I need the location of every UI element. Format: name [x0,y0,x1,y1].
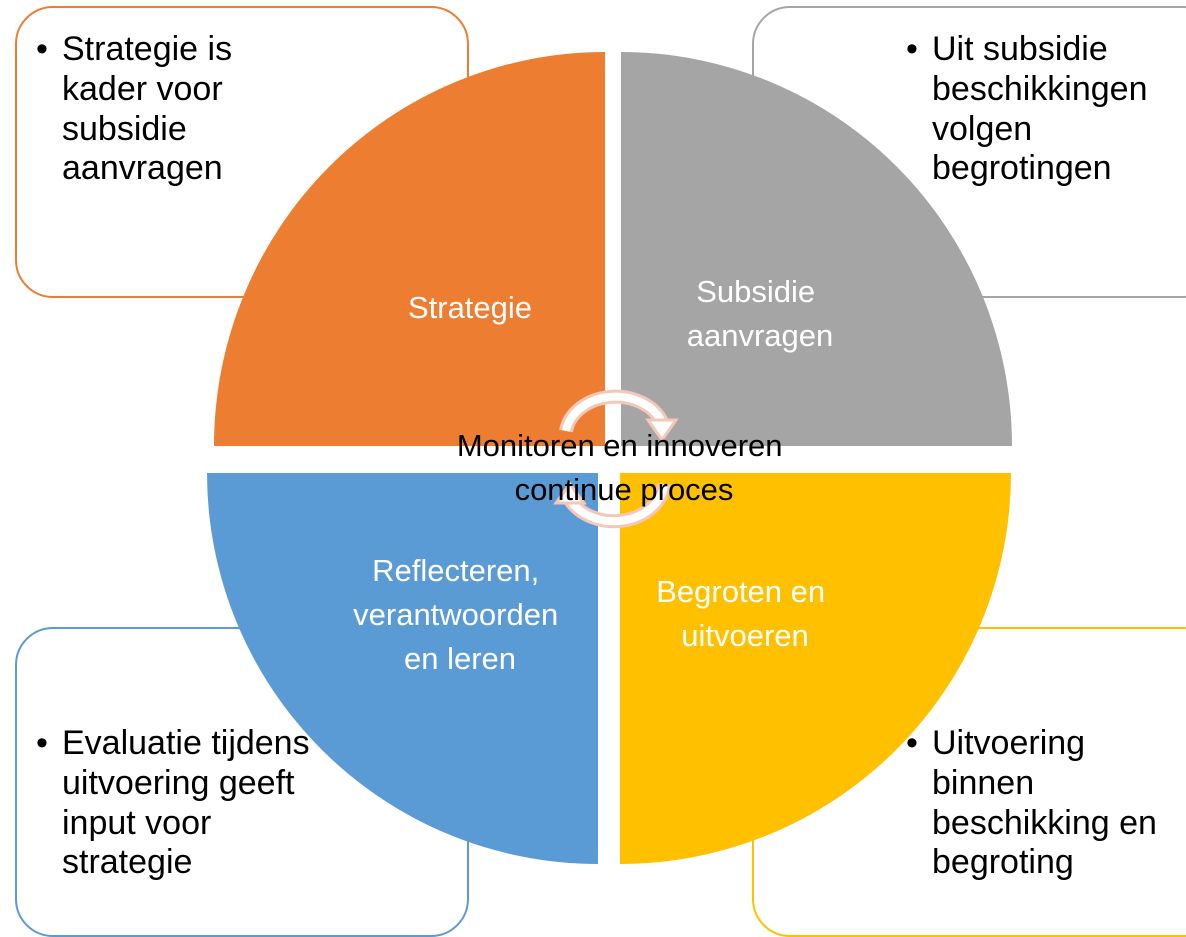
note-line: Evaluatie tijdens [62,724,310,762]
bullet-icon: • [36,724,48,762]
quadrant-begroten [620,473,1011,864]
bullet-icon: • [36,30,48,68]
quadrant-reflecteren [207,473,598,864]
note-text-reflecteren: • Evaluatie tijdens uitvoering geeft inp… [36,724,352,883]
note-line: beschikkingen [932,69,1148,108]
quadrant-circle: Strategie Subsidie aanvragen Reflecteren… [207,52,1012,864]
cycle-diagram: Strategie Subsidie aanvragen Reflecteren… [15,6,1186,937]
note-line: Strategie is [62,30,233,68]
note-line: input voor [62,803,212,842]
note-line: volgen [932,109,1033,148]
bullet-icon: • [906,724,918,762]
quadrant-label-reflecteren: Reflecteren, verantwoorden en leren [353,553,567,676]
note-line: uitvoering geeft [62,763,295,802]
note-text-begroten: • Uitvoering binnen beschikking en begro… [906,724,1172,883]
note-text-strategie: • Strategie is kader voor subsidie aanvr… [36,30,322,189]
quadrant-strategie [214,52,605,446]
note-line: Uitvoering [932,724,1086,762]
note-line: subsidie [62,109,187,148]
quadrant-subsidie [621,52,1012,446]
note-line: kader voor [62,69,223,108]
quadrant-label-subsidie: Subsidie aanvragen [687,274,834,353]
note-line: Uit subsidie [932,30,1108,68]
quadrant-label-begroten: Begroten en uitvoeren [656,574,834,653]
quadrant-label-strategie: Strategie [408,290,532,325]
note-line: begrotingen [932,149,1112,188]
note-line: binnen [932,763,1035,802]
note-line: begroting [932,843,1074,882]
note-line: beschikking en [932,803,1157,842]
center-label: Monitoren en innoveren continue proces [457,428,791,507]
circular-arrows-icon [553,389,679,529]
note-text-subsidie: • Uit subsidie beschikkingen volgen begr… [906,30,1172,189]
bullet-icon: • [906,30,918,68]
note-line: strategie [62,843,193,882]
note-line: aanvragen [62,149,223,188]
